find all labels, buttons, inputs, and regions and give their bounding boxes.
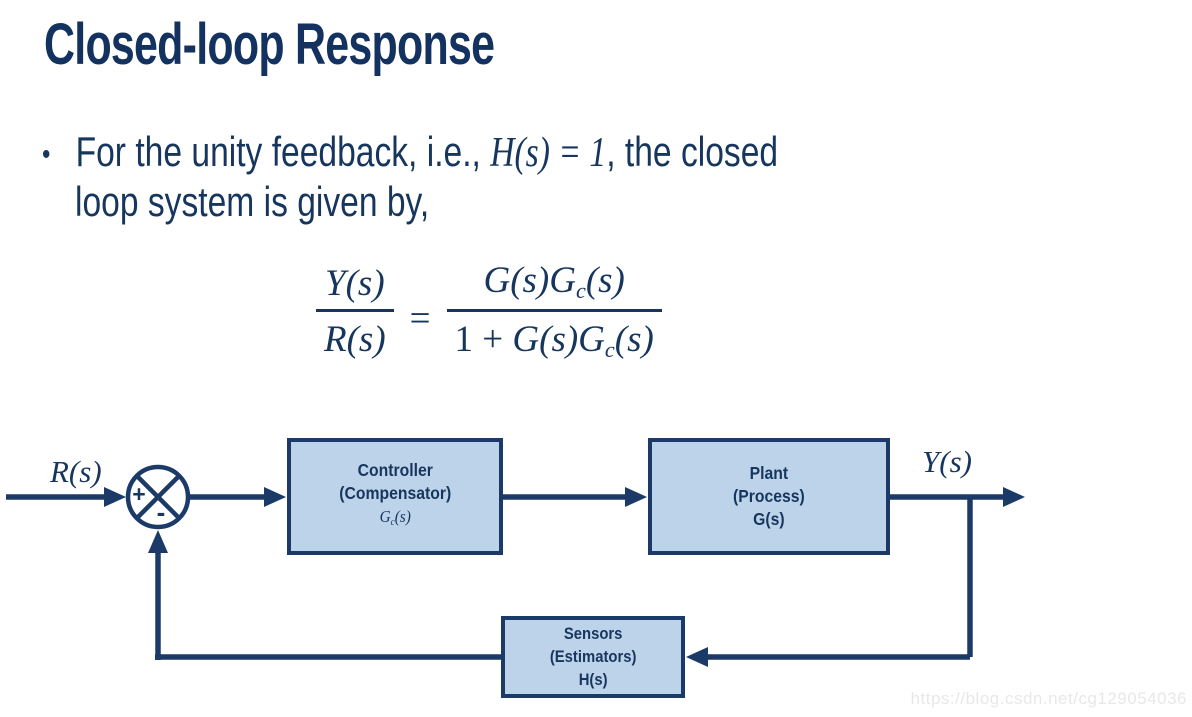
sensors-name: Sensors bbox=[563, 624, 623, 643]
plant-block-label: Plant (Process) G(s) bbox=[733, 462, 805, 531]
transfer-function-equation: Y(s) R(s) = G(s)Gc(s) 1 + G(s)Gc(s) bbox=[316, 262, 662, 362]
bullet-text-pre: For the unity feedback, i.e., bbox=[75, 128, 491, 175]
lhs-numerator: Y(s) bbox=[325, 263, 385, 305]
bullet-math-expression: H(s) = 1 bbox=[490, 130, 607, 176]
controller-transfer-function: Gc(s) bbox=[339, 505, 451, 534]
bullet-paragraph: • For the unity feedback, i.e., H(s) = 1,… bbox=[42, 128, 962, 225]
bullet-line-1: • For the unity feedback, i.e., H(s) = 1,… bbox=[42, 128, 778, 178]
summing-junction: + - bbox=[125, 464, 191, 530]
feedback-into-sum-arrowhead bbox=[148, 530, 168, 553]
controller-block-label: Controller (Compensator) Gc(s) bbox=[339, 459, 451, 534]
sensors-block: Sensors (Estimators) H(s) bbox=[501, 616, 685, 698]
output-arrowhead bbox=[1003, 487, 1025, 507]
bullet-marker: • bbox=[42, 138, 51, 171]
rhs-den-main: G(s)G bbox=[512, 319, 605, 361]
sensors-transfer-function: H(s) bbox=[578, 670, 608, 689]
plant-block: Plant (Process) G(s) bbox=[648, 438, 890, 555]
rhs-den-subscript: c bbox=[604, 337, 615, 363]
watermark-url: https://blog.csdn.net/cg129054036 bbox=[910, 689, 1187, 708]
rhs-den-prefix: 1 + bbox=[454, 319, 513, 361]
controller-tf-subscript: c bbox=[390, 516, 395, 528]
controller-tf-tail: (s) bbox=[394, 507, 411, 527]
plant-name: Plant bbox=[749, 463, 789, 483]
bullet-line-2: loop system is given by, bbox=[75, 178, 430, 225]
rhs-numerator: G(s)Gc(s) bbox=[475, 262, 632, 309]
input-signal-label: R(s) bbox=[50, 454, 102, 489]
rhs-denominator: 1 + G(s)Gc(s) bbox=[446, 309, 662, 363]
controller-block: Controller (Compensator) Gc(s) bbox=[287, 438, 503, 555]
sum-plus-sign: + bbox=[132, 481, 145, 507]
controller-tf-main: G bbox=[379, 507, 391, 527]
junction-diagonal-2 bbox=[135, 474, 181, 520]
equation-rhs-fraction: G(s)Gc(s) 1 + G(s)Gc(s) bbox=[446, 262, 662, 363]
rhs-num-main: G(s)G bbox=[483, 260, 576, 301]
rhs-den-tail: (s) bbox=[614, 319, 654, 361]
rhs-num-subscript: c bbox=[575, 278, 586, 304]
rhs-num-tail: (s) bbox=[585, 260, 625, 301]
lhs-denominator: R(s) bbox=[316, 309, 394, 358]
sum-to-controller-arrowhead bbox=[264, 487, 286, 507]
output-signal-label: Y(s) bbox=[922, 444, 972, 479]
controller-name: Controller bbox=[357, 460, 433, 481]
sum-minus-sign: - bbox=[157, 497, 166, 527]
equation-lhs-fraction: Y(s) R(s) bbox=[316, 265, 394, 358]
feedback-into-sensors-arrowhead bbox=[686, 647, 708, 667]
sensors-block-label: Sensors (Estimators) H(s) bbox=[550, 623, 637, 692]
plant-transfer-function: G(s) bbox=[753, 509, 785, 529]
input-arrowhead bbox=[104, 487, 126, 507]
controller-to-plant-arrowhead bbox=[625, 487, 647, 507]
equals-sign: = bbox=[409, 298, 431, 340]
controller-alt-name: (Compensator) bbox=[338, 483, 451, 504]
page-title: Closed-loop Response bbox=[44, 12, 495, 77]
sensors-alt-name: (Estimators) bbox=[549, 647, 637, 666]
bullet-text-post: , the closed bbox=[606, 128, 779, 175]
plant-alt-name: (Process) bbox=[733, 486, 805, 506]
